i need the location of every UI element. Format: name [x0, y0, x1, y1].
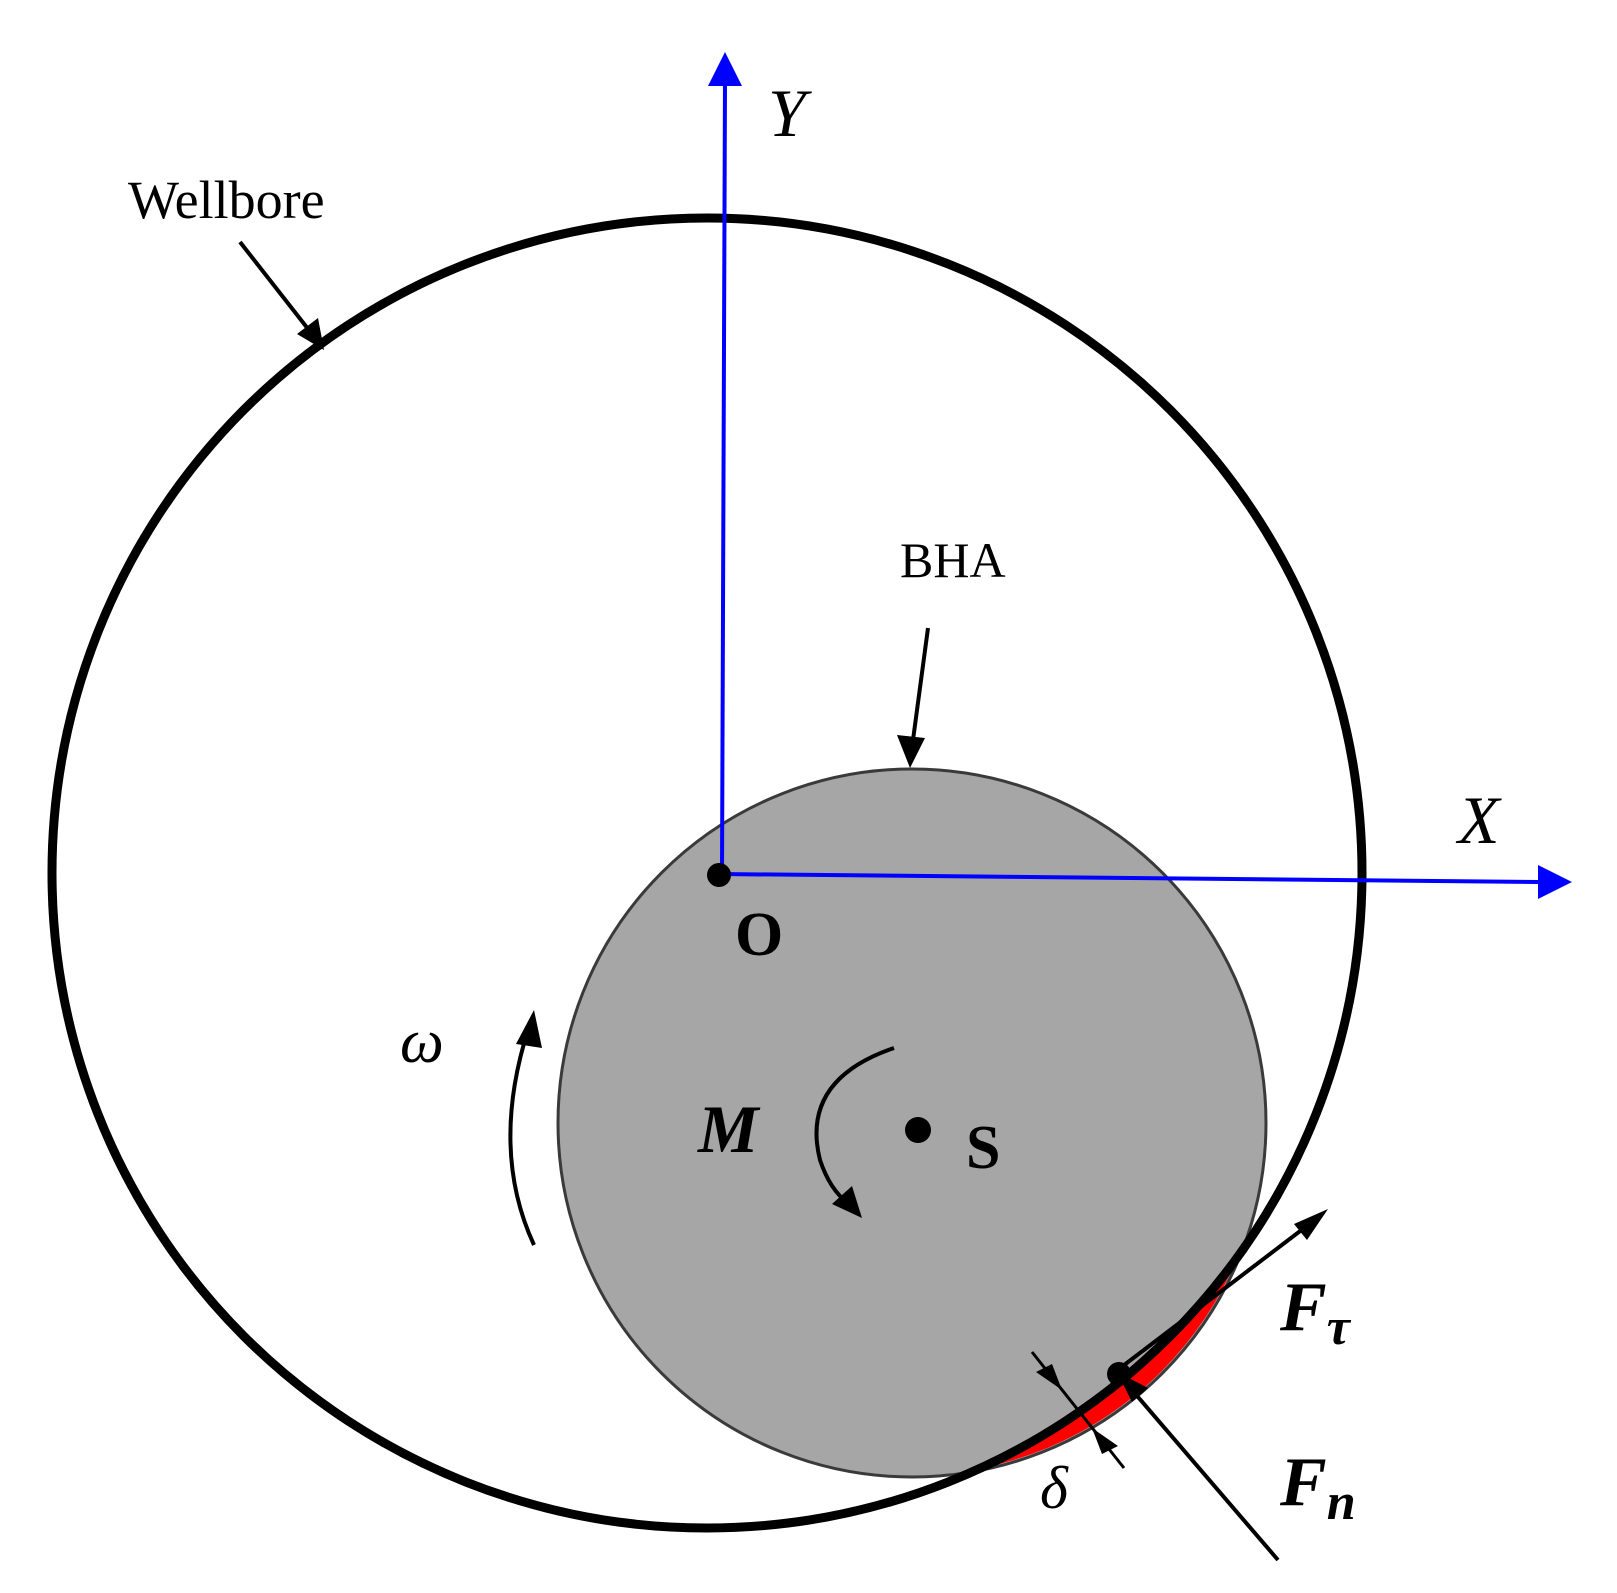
origin-label: O [735, 901, 783, 969]
f-tau-main: F [1279, 1269, 1327, 1346]
bha-label: BHA [900, 532, 1006, 588]
delta-indicator [1030, 1351, 1126, 1469]
wellbore-pointer-arrow [238, 240, 324, 350]
wellbore-label: Wellbore [128, 170, 325, 230]
moment-arrow [814, 1046, 895, 1218]
delta-label: δ [1040, 1455, 1069, 1521]
f-n-subscript: n [1327, 1474, 1356, 1531]
x-axis-label: X [1455, 782, 1502, 858]
center-point [905, 1117, 931, 1143]
f-tau-subscript: τ [1327, 1299, 1352, 1356]
y-axis [708, 52, 742, 875]
f-tau-label: Fτ [1279, 1269, 1352, 1356]
omega-label: ω [400, 1008, 444, 1076]
origin-point [707, 863, 731, 887]
f-n-main: F [1279, 1444, 1327, 1521]
f-tau-force-arrow [1113, 1209, 1328, 1374]
wellbore-circle [47, 213, 1367, 1533]
y-axis-label: Y [768, 75, 812, 151]
center-label: S [966, 1114, 1000, 1182]
moment-label: M [697, 1091, 761, 1167]
f-n-label: Fn [1279, 1444, 1356, 1531]
contact-point [1107, 1362, 1131, 1386]
x-axis [717, 865, 1572, 899]
bha-pointer-arrow [897, 627, 930, 768]
f-n-force-arrow [1117, 1372, 1280, 1562]
omega-rotation-arrow [508, 1010, 542, 1246]
